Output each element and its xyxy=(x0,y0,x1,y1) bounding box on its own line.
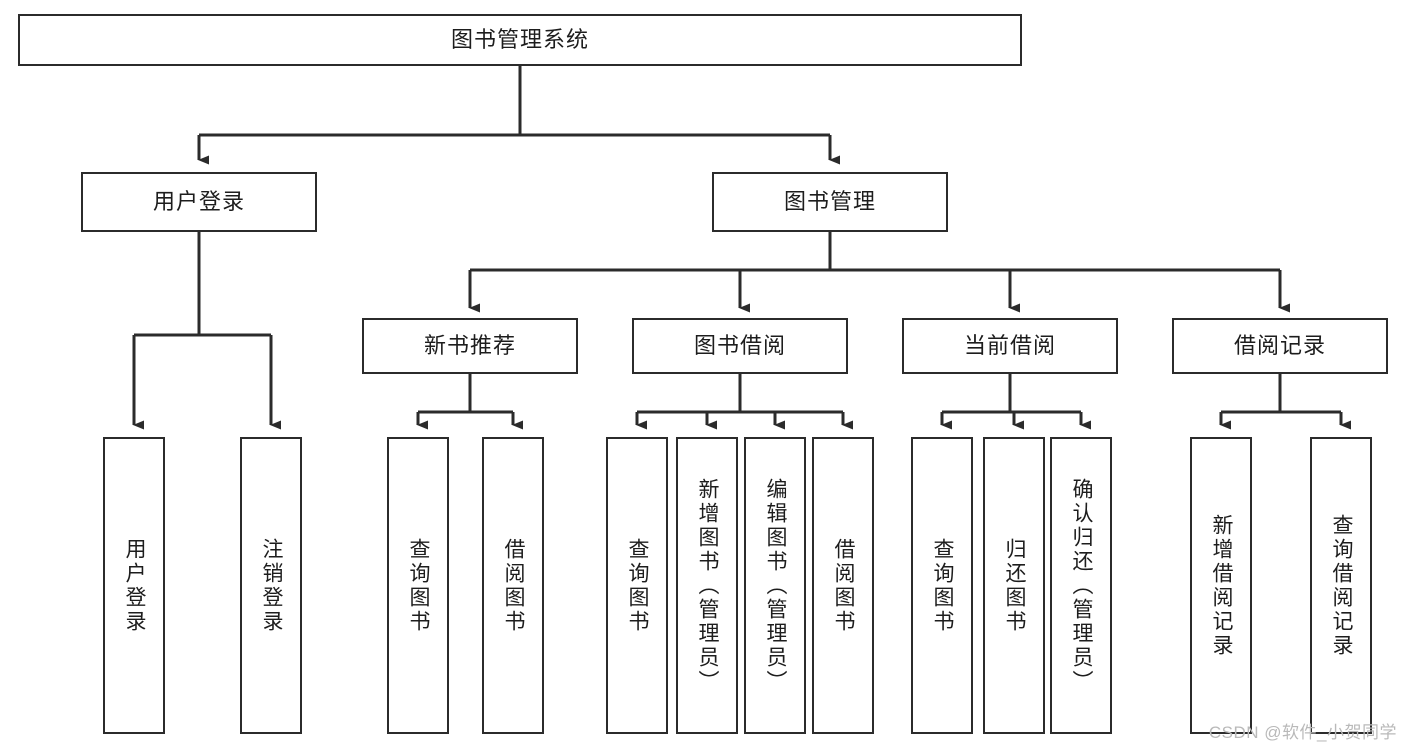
node-new-book-recommend[interactable]: 新书推荐 xyxy=(362,318,578,374)
node-leaf-add-borrow-record[interactable]: 新增借阅记录 xyxy=(1190,437,1252,734)
node-user-login[interactable]: 用户登录 xyxy=(81,172,317,232)
node-root[interactable]: 图书管理系统 xyxy=(18,14,1022,66)
node-leaf-confirm-return-admin[interactable]: 确认归还（管理员） xyxy=(1050,437,1112,734)
node-borrow-record-label: 借阅记录 xyxy=(1233,332,1326,358)
node-leaf-borrow-book-new[interactable]: 借阅图书 xyxy=(482,437,544,734)
node-leaf-query-book-borrow[interactable]: 查询图书 xyxy=(606,437,668,734)
node-leaf-borrow-book[interactable]: 借阅图书 xyxy=(812,437,874,734)
node-book-borrow[interactable]: 图书借阅 xyxy=(632,318,848,374)
node-leaf-edit-book-admin-label: 编辑图书（管理员） xyxy=(764,477,788,694)
node-leaf-query-book-borrow-label: 查询图书 xyxy=(626,537,650,634)
node-leaf-add-book-admin-label: 新增图书（管理员） xyxy=(696,477,720,694)
node-leaf-return-book[interactable]: 归还图书 xyxy=(983,437,1045,734)
node-leaf-add-borrow-record-label: 新增借阅记录 xyxy=(1210,513,1234,658)
node-leaf-return-book-label: 归还图书 xyxy=(1003,537,1027,634)
node-leaf-query-book-current-label: 查询图书 xyxy=(931,537,955,634)
node-book-management-label: 图书管理 xyxy=(783,188,876,214)
node-leaf-logout-label: 注销登录 xyxy=(260,537,284,634)
node-leaf-user-login-label: 用户登录 xyxy=(123,537,147,634)
node-current-borrow[interactable]: 当前借阅 xyxy=(902,318,1118,374)
node-leaf-query-borrow-record[interactable]: 查询借阅记录 xyxy=(1310,437,1372,734)
node-current-borrow-label: 当前借阅 xyxy=(963,332,1056,358)
node-root-label: 图书管理系统 xyxy=(450,26,589,52)
node-leaf-query-book-new[interactable]: 查询图书 xyxy=(387,437,449,734)
node-leaf-query-borrow-record-label: 查询借阅记录 xyxy=(1330,513,1354,658)
node-borrow-record[interactable]: 借阅记录 xyxy=(1172,318,1388,374)
node-leaf-user-login[interactable]: 用户登录 xyxy=(103,437,165,734)
node-book-management[interactable]: 图书管理 xyxy=(712,172,948,232)
node-user-login-label: 用户登录 xyxy=(152,188,245,214)
node-leaf-confirm-return-admin-label: 确认归还（管理员） xyxy=(1070,477,1094,694)
node-leaf-logout[interactable]: 注销登录 xyxy=(240,437,302,734)
node-leaf-query-book-current[interactable]: 查询图书 xyxy=(911,437,973,734)
node-leaf-borrow-book-new-label: 借阅图书 xyxy=(502,537,526,634)
node-leaf-borrow-book-label: 借阅图书 xyxy=(832,537,856,634)
node-new-book-recommend-label: 新书推荐 xyxy=(423,332,516,358)
node-book-borrow-label: 图书借阅 xyxy=(693,332,786,358)
node-leaf-add-book-admin[interactable]: 新增图书（管理员） xyxy=(676,437,738,734)
node-leaf-query-book-new-label: 查询图书 xyxy=(407,537,431,634)
node-leaf-edit-book-admin[interactable]: 编辑图书（管理员） xyxy=(744,437,806,734)
